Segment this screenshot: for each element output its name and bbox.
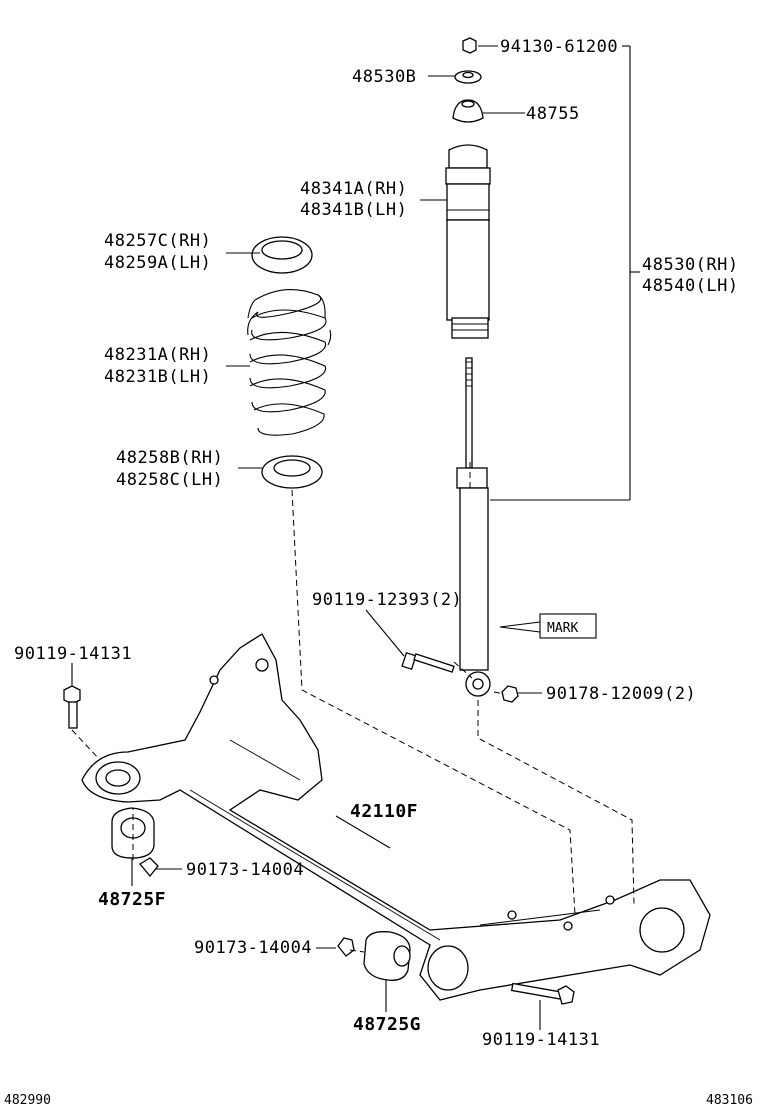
label-48530b: 48530B bbox=[352, 67, 416, 87]
bolt-90119-14131-top-icon bbox=[63, 685, 81, 729]
label-90119-12393: 90119-12393(2) bbox=[312, 590, 462, 610]
label-90173-14004-b: 90173-14004 bbox=[194, 938, 312, 958]
label-94130-61200: 94130-61200 bbox=[500, 37, 618, 57]
label-90119-14131-top: 90119-14131 bbox=[14, 644, 132, 664]
footer-left-code: 482990 bbox=[4, 1093, 51, 1108]
nut-90173-b-icon bbox=[337, 937, 355, 957]
nut-90178-icon bbox=[501, 685, 519, 703]
label-42110f: 42110F bbox=[350, 801, 418, 822]
nut-icon bbox=[462, 37, 477, 54]
dust-boot-icon bbox=[445, 144, 491, 339]
label-90178-12009: 90178-12009(2) bbox=[546, 684, 696, 704]
label-48258c-lh: 48258C(LH) bbox=[116, 470, 223, 490]
label-90173-14004-a: 90173-14004 bbox=[186, 860, 304, 880]
washer-48530b-icon bbox=[454, 70, 482, 84]
label-48231a-rh: 48231A(RH) bbox=[104, 345, 211, 365]
label-90119-14131-bottom: 90119-14131 bbox=[482, 1030, 600, 1050]
leader-lines bbox=[71, 45, 640, 1030]
axle-beam-icon bbox=[81, 633, 711, 1001]
label-48341b-lh: 48341B(LH) bbox=[300, 200, 407, 220]
label-48530-rh: 48530(RH) bbox=[642, 255, 739, 275]
label-48231b-lh: 48231B(LH) bbox=[104, 367, 211, 387]
alignment-dashes bbox=[71, 462, 635, 953]
shock-absorber-icon bbox=[456, 357, 491, 697]
label-48257c-rh: 48257C(RH) bbox=[104, 231, 211, 251]
mount-48755-icon bbox=[452, 99, 484, 123]
nut-90173-a-icon bbox=[139, 857, 159, 878]
label-48755: 48755 bbox=[526, 104, 580, 124]
bolt-90119-12393-icon bbox=[401, 651, 455, 673]
spring-seat-upper-icon bbox=[251, 236, 313, 274]
label-48341a-rh: 48341A(RH) bbox=[300, 179, 407, 199]
label-48540-lh: 48540(LH) bbox=[642, 276, 739, 296]
label-48259a-lh: 48259A(LH) bbox=[104, 253, 211, 273]
label-48725g: 48725G bbox=[353, 1014, 421, 1035]
spring-seat-lower-icon bbox=[261, 455, 323, 489]
bolt-90119-14131-bottom-icon bbox=[510, 982, 575, 1005]
label-mark: MARK bbox=[547, 621, 578, 636]
label-48258b-rh: 48258B(RH) bbox=[116, 448, 223, 468]
bushing-48725g-icon bbox=[363, 931, 411, 981]
mark-box bbox=[539, 613, 597, 639]
footer-right-code: 483106 bbox=[706, 1093, 753, 1108]
label-48725f: 48725F bbox=[98, 889, 166, 910]
coil-spring-icon bbox=[247, 289, 332, 436]
